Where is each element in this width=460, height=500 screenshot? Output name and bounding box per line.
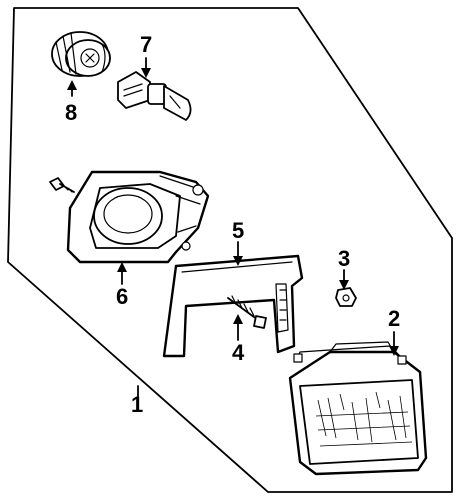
mounting-housing-part xyxy=(66,170,210,264)
callout-6: 6 xyxy=(116,284,128,309)
headlamp-lens-part xyxy=(288,341,428,476)
bezel-trim-part xyxy=(162,254,304,358)
assembly-boundary xyxy=(7,7,453,493)
callout-7: 7 xyxy=(140,32,152,57)
callout-8: 8 xyxy=(65,100,77,125)
callout-5: 5 xyxy=(232,218,244,243)
clip-nut-part xyxy=(335,287,357,307)
leader-lines xyxy=(67,57,399,397)
bolt-part xyxy=(227,295,267,329)
callout-2: 2 xyxy=(388,306,400,331)
callout-1: 1 xyxy=(131,392,143,417)
halogen-bulb-part xyxy=(117,71,192,121)
callout-4: 4 xyxy=(232,340,245,365)
socket-retainer-part xyxy=(51,31,111,77)
housing-screw xyxy=(49,177,75,193)
callout-3: 3 xyxy=(338,246,350,271)
